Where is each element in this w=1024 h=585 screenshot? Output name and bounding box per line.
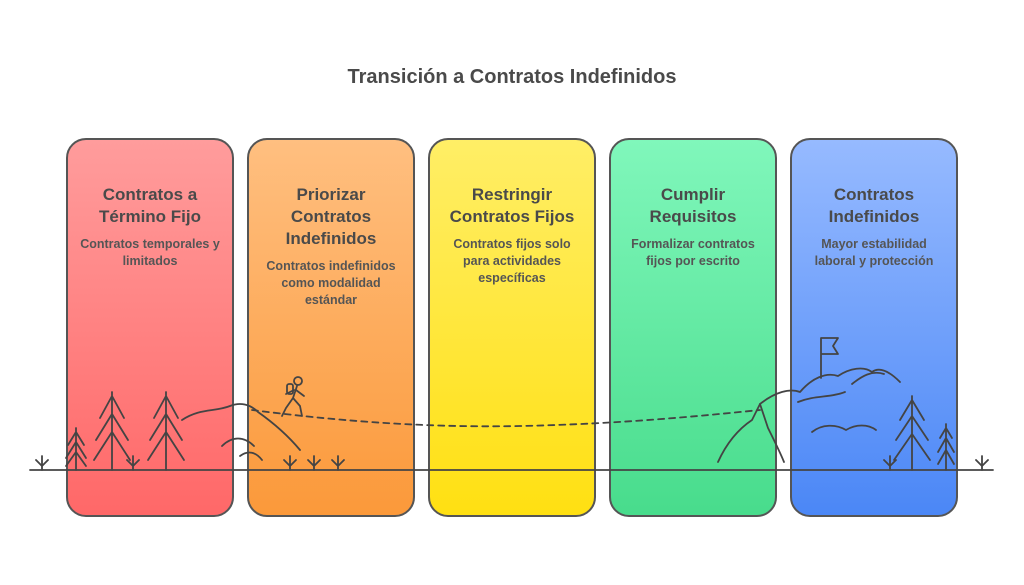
step-title: Priorizar Contratos Indefinidos [285, 185, 377, 248]
step-card-4: Cumplir Requisitos Formalizar contratos … [609, 138, 777, 517]
hill-left [181, 403, 345, 471]
step-card-5: Contratos Indefinidos Mayor estabilidad … [790, 138, 958, 517]
step-description: Contratos temporales y limitados [80, 237, 220, 268]
step-description: Mayor estabilidad laboral y protección [814, 237, 934, 268]
step-card-2: Priorizar Contratos Indefinidos Contrato… [247, 138, 415, 517]
step-title: Contratos a Término Fijo [99, 185, 201, 226]
flag-icon [820, 337, 839, 379]
step-card-3: Restringir Contratos Fijos Contratos fij… [428, 138, 596, 517]
step-title: Contratos Indefinidos [828, 185, 920, 226]
step-description: Contratos fijos solo para actividades es… [453, 237, 571, 285]
step-title: Restringir Contratos Fijos [449, 185, 575, 226]
step-description: Contratos indefinidos como modalidad est… [266, 259, 396, 307]
hiker-icon [281, 376, 305, 417]
tree-icons-right [883, 395, 989, 471]
hill-right [717, 367, 901, 463]
diagram-title: Transición a Contratos Indefinidos [347, 66, 677, 88]
tree-icons-left [35, 391, 185, 471]
step-title: Cumplir Requisitos [649, 185, 737, 226]
step-description: Formalizar contratos fijos por escrito [631, 237, 755, 268]
dashed-path [251, 409, 761, 428]
step-card-1: Contratos a Término Fijo Contratos tempo… [66, 138, 234, 517]
